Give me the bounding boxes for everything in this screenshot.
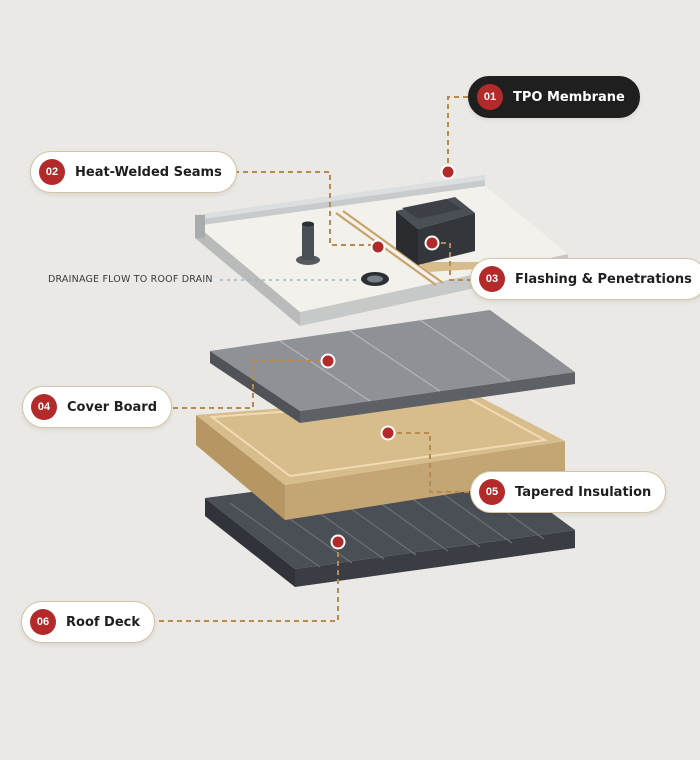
leader-lines [150,96,472,622]
marker-dots [320,164,456,550]
callout-flashing-penetrations[interactable]: 03 Flashing & Penetrations [470,258,700,300]
callout-number: 05 [479,479,505,505]
callout-cover-board[interactable]: 04 Cover Board [22,386,173,428]
marker-03 [424,235,440,251]
callout-label: Tapered Insulation [515,484,652,500]
leader-03 [432,242,472,281]
cover-board-layer [210,310,575,423]
leader-01 [447,96,470,172]
marker-04 [320,353,336,369]
leader-02 [225,171,378,246]
heat-welded-seam [335,210,444,286]
callout-label: Cover Board [67,399,158,415]
vent-pipe [296,221,320,265]
marker-01 [440,164,456,180]
marker-06 [330,534,346,550]
leader-04 [164,360,328,409]
roof-drain [361,272,389,286]
callout-label: TPO Membrane [513,89,625,105]
callout-tapered-insulation[interactable]: 05 Tapered Insulation [470,471,667,513]
callout-number: 06 [30,609,56,635]
leader-05 [388,432,472,493]
callout-label: Heat-Welded Seams [75,164,222,180]
flashing-box [396,197,492,272]
callout-number: 01 [477,84,503,110]
callout-label: Flashing & Penetrations [515,271,692,287]
callout-tpo-membrane[interactable]: 01 TPO Membrane [468,76,640,118]
callout-roof-deck[interactable]: 06 Roof Deck [21,601,156,643]
callout-number: 04 [31,394,57,420]
callout-number: 03 [479,266,505,292]
marker-02 [370,239,386,255]
callout-number: 02 [39,159,65,185]
callout-label: Roof Deck [66,614,141,630]
callout-heat-welded-seams[interactable]: 02 Heat-Welded Seams [30,151,237,193]
marker-05 [380,425,396,441]
drainage-flow-label: DRAINAGE FLOW TO ROOF DRAIN [48,274,213,285]
tapered-insulation-layer [196,393,565,520]
